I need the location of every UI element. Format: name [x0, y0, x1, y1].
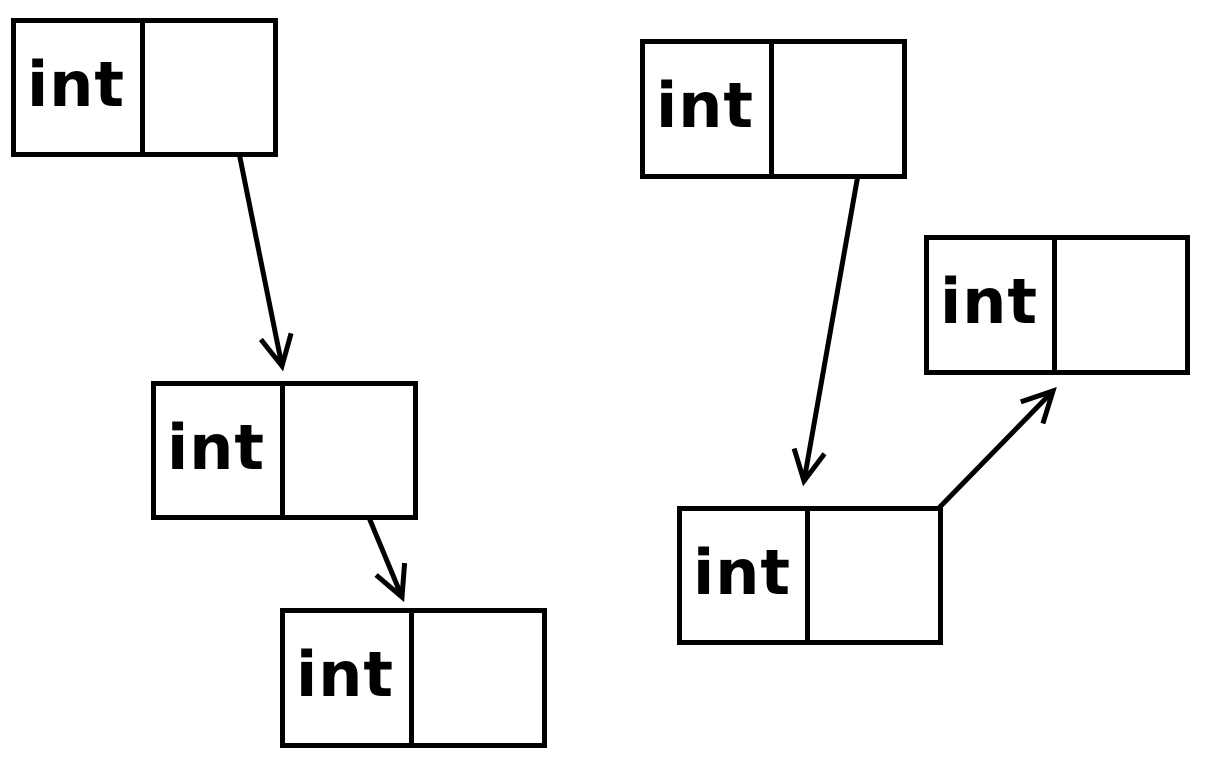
data-cell: int: [682, 511, 810, 640]
node-type-label: int: [693, 535, 792, 609]
list-node: int: [924, 235, 1190, 375]
pointer-cell: [414, 613, 543, 743]
data-cell: int: [929, 240, 1057, 370]
data-cell: int: [285, 613, 414, 743]
list-node: int: [151, 381, 418, 520]
pointer-cell: [774, 44, 903, 174]
arrowhead: [374, 562, 408, 603]
arrowhead: [1019, 387, 1057, 425]
list-node: int: [677, 506, 943, 645]
node-type-label: int: [296, 638, 395, 711]
node-type-label: int: [940, 265, 1039, 338]
list-node: int: [11, 18, 278, 157]
arrowhead: [258, 332, 294, 372]
node-type-label: int: [167, 410, 266, 484]
node-type-label: int: [27, 47, 126, 121]
data-cell: int: [16, 23, 145, 152]
pointer-cell: [285, 386, 414, 515]
pointer-cell: [145, 23, 274, 152]
list-node: int: [640, 39, 907, 179]
data-cell: int: [645, 44, 774, 174]
list-node: int: [280, 608, 547, 748]
data-cell: int: [156, 386, 285, 515]
pointer-cell: [1057, 240, 1185, 370]
node-type-label: int: [656, 69, 755, 142]
pointer-cell: [810, 511, 938, 640]
arrowhead: [791, 447, 827, 487]
